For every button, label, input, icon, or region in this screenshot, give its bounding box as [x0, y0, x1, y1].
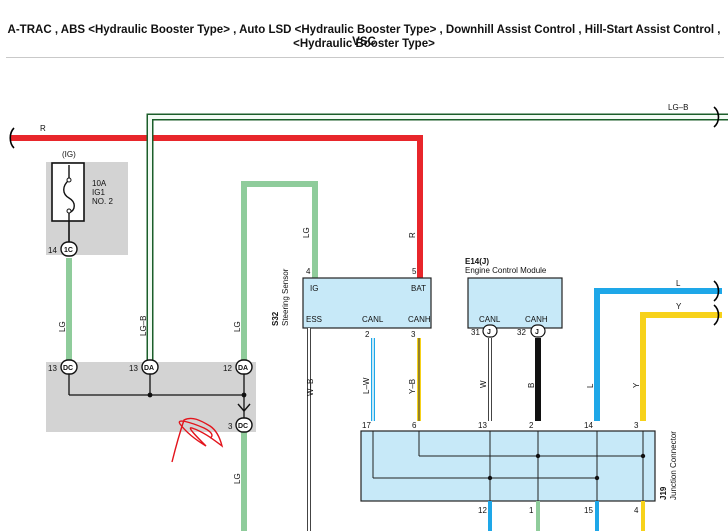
fuse-terminal-top: [66, 177, 72, 183]
connector-1c: [60, 241, 78, 257]
fuse-number: NO. 2: [92, 197, 113, 206]
steering-sensor-box: [302, 277, 432, 329]
j19-code: J19: [659, 486, 668, 500]
j19-name: Junction Connector: [669, 431, 678, 500]
label-wire-y-b: Y–B: [408, 379, 417, 394]
chevron-down-icon: [237, 403, 251, 413]
label-wire-b: B: [527, 383, 536, 388]
wire-y: [640, 312, 722, 421]
e14-conn-canl: J: [487, 329, 491, 336]
s32-canl: CANL: [362, 315, 384, 324]
label-wire-l-v: L: [586, 383, 595, 388]
fuse-name: IG1: [92, 188, 105, 197]
jb-pin-dc-out: 3: [228, 422, 233, 431]
s32-name: Steering Sensor: [281, 268, 290, 326]
label-wire-lg-s32: LG: [302, 227, 311, 238]
junction-dots: [487, 453, 646, 481]
connector-e14-canl: [482, 324, 498, 338]
s32-ig: IG: [310, 284, 318, 293]
fuse-terminal-bottom: [66, 208, 72, 214]
e14-code: E14(J): [465, 257, 489, 266]
s32-code: S32: [271, 311, 280, 326]
handwritten-annotation: [171, 417, 224, 463]
junction-connector-box: [360, 430, 656, 502]
j19-top-pin: 14: [584, 421, 593, 430]
e14-pin-canl: 31: [471, 328, 480, 337]
j19-top-pin: 6: [412, 421, 417, 430]
fuse-conn-label: 1C: [64, 247, 73, 254]
jb-conn-da1: DA: [144, 365, 154, 372]
label-wire-y-v: Y: [632, 382, 641, 388]
fuse-ig-label: (IG): [62, 150, 76, 159]
jb-conn-dc-out: DC: [238, 423, 248, 430]
jb-pin-da1: 13: [129, 364, 138, 373]
header-title-line1: A-TRAC , ABS <Hydraulic Booster Type> , …: [7, 24, 721, 48]
label-wire-w-b: W–B: [306, 379, 315, 396]
s32-ess: ESS: [306, 315, 322, 324]
junction-block-dots: [147, 392, 247, 398]
jb-conn-da2: DA: [238, 365, 248, 372]
j19-top-pin: 3: [634, 421, 639, 430]
header-divider: [6, 57, 724, 58]
ecm-box: [467, 277, 563, 329]
junction-internal-lines: [372, 431, 644, 501]
e14-name: Engine Control Module: [465, 266, 547, 275]
label-wire-w: W: [479, 380, 488, 388]
s32-pin-canl: 2: [365, 330, 370, 339]
label-wire-r-top: R: [40, 124, 46, 133]
label-wire-lg-left: LG: [58, 321, 67, 332]
header-title-line2: <Hydraulic Booster Type>: [293, 38, 435, 50]
s32-pin-canh: 3: [411, 330, 416, 339]
label-wire-y-right: Y: [676, 302, 682, 311]
wire-break-left-r: [9, 127, 15, 149]
j19-bottom-pin: 1: [529, 506, 534, 515]
jb-conn-dc: DC: [63, 365, 73, 372]
connector-e14-canh: [530, 324, 546, 338]
label-wire-lg-bottom: LG: [233, 473, 242, 484]
wire-break-right-l: [713, 280, 720, 302]
j19-bottom-pin: 12: [478, 506, 487, 515]
e14-pin-canh: 32: [517, 328, 526, 337]
wire-lg-s32: [241, 181, 318, 364]
label-wire-lg-mid: LG: [233, 321, 242, 332]
jb-pin-dc: 13: [48, 364, 57, 373]
j19-top-pin: 17: [362, 421, 371, 430]
j19-bottom-pin: 15: [584, 506, 593, 515]
j19-top-pin: 13: [478, 421, 487, 430]
wire-break-right-lgb: [713, 106, 720, 128]
e14-canl: CANL: [479, 315, 501, 324]
label-wire-l-w: L–W: [362, 377, 371, 394]
fuse-icon: [63, 165, 75, 221]
e14-canh: CANH: [525, 315, 548, 324]
s32-bat: BAT: [411, 284, 426, 293]
fuse-pin: 14: [48, 246, 57, 255]
e14-conn-canh: J: [535, 329, 539, 336]
j19-top-pin: 2: [529, 421, 534, 430]
label-wire-l-right: L: [676, 279, 681, 288]
s32-pin-ig: 4: [306, 267, 311, 276]
wire-break-right-y: [713, 304, 720, 326]
label-wire-r-s32: R: [408, 232, 417, 238]
fuse-rating: 10A: [92, 179, 107, 188]
wire-l: [594, 288, 722, 421]
label-wire-lgb-top: LG–B: [668, 103, 688, 112]
j19-bottom-pin: 4: [634, 506, 639, 515]
s32-pin-bat: 5: [412, 267, 417, 276]
wire-lg-b-top: [148, 115, 728, 364]
s32-canh: CANH: [408, 315, 431, 324]
label-wire-lgb-mid: LG–B: [139, 316, 148, 336]
jb-pin-da2: 12: [223, 364, 232, 373]
